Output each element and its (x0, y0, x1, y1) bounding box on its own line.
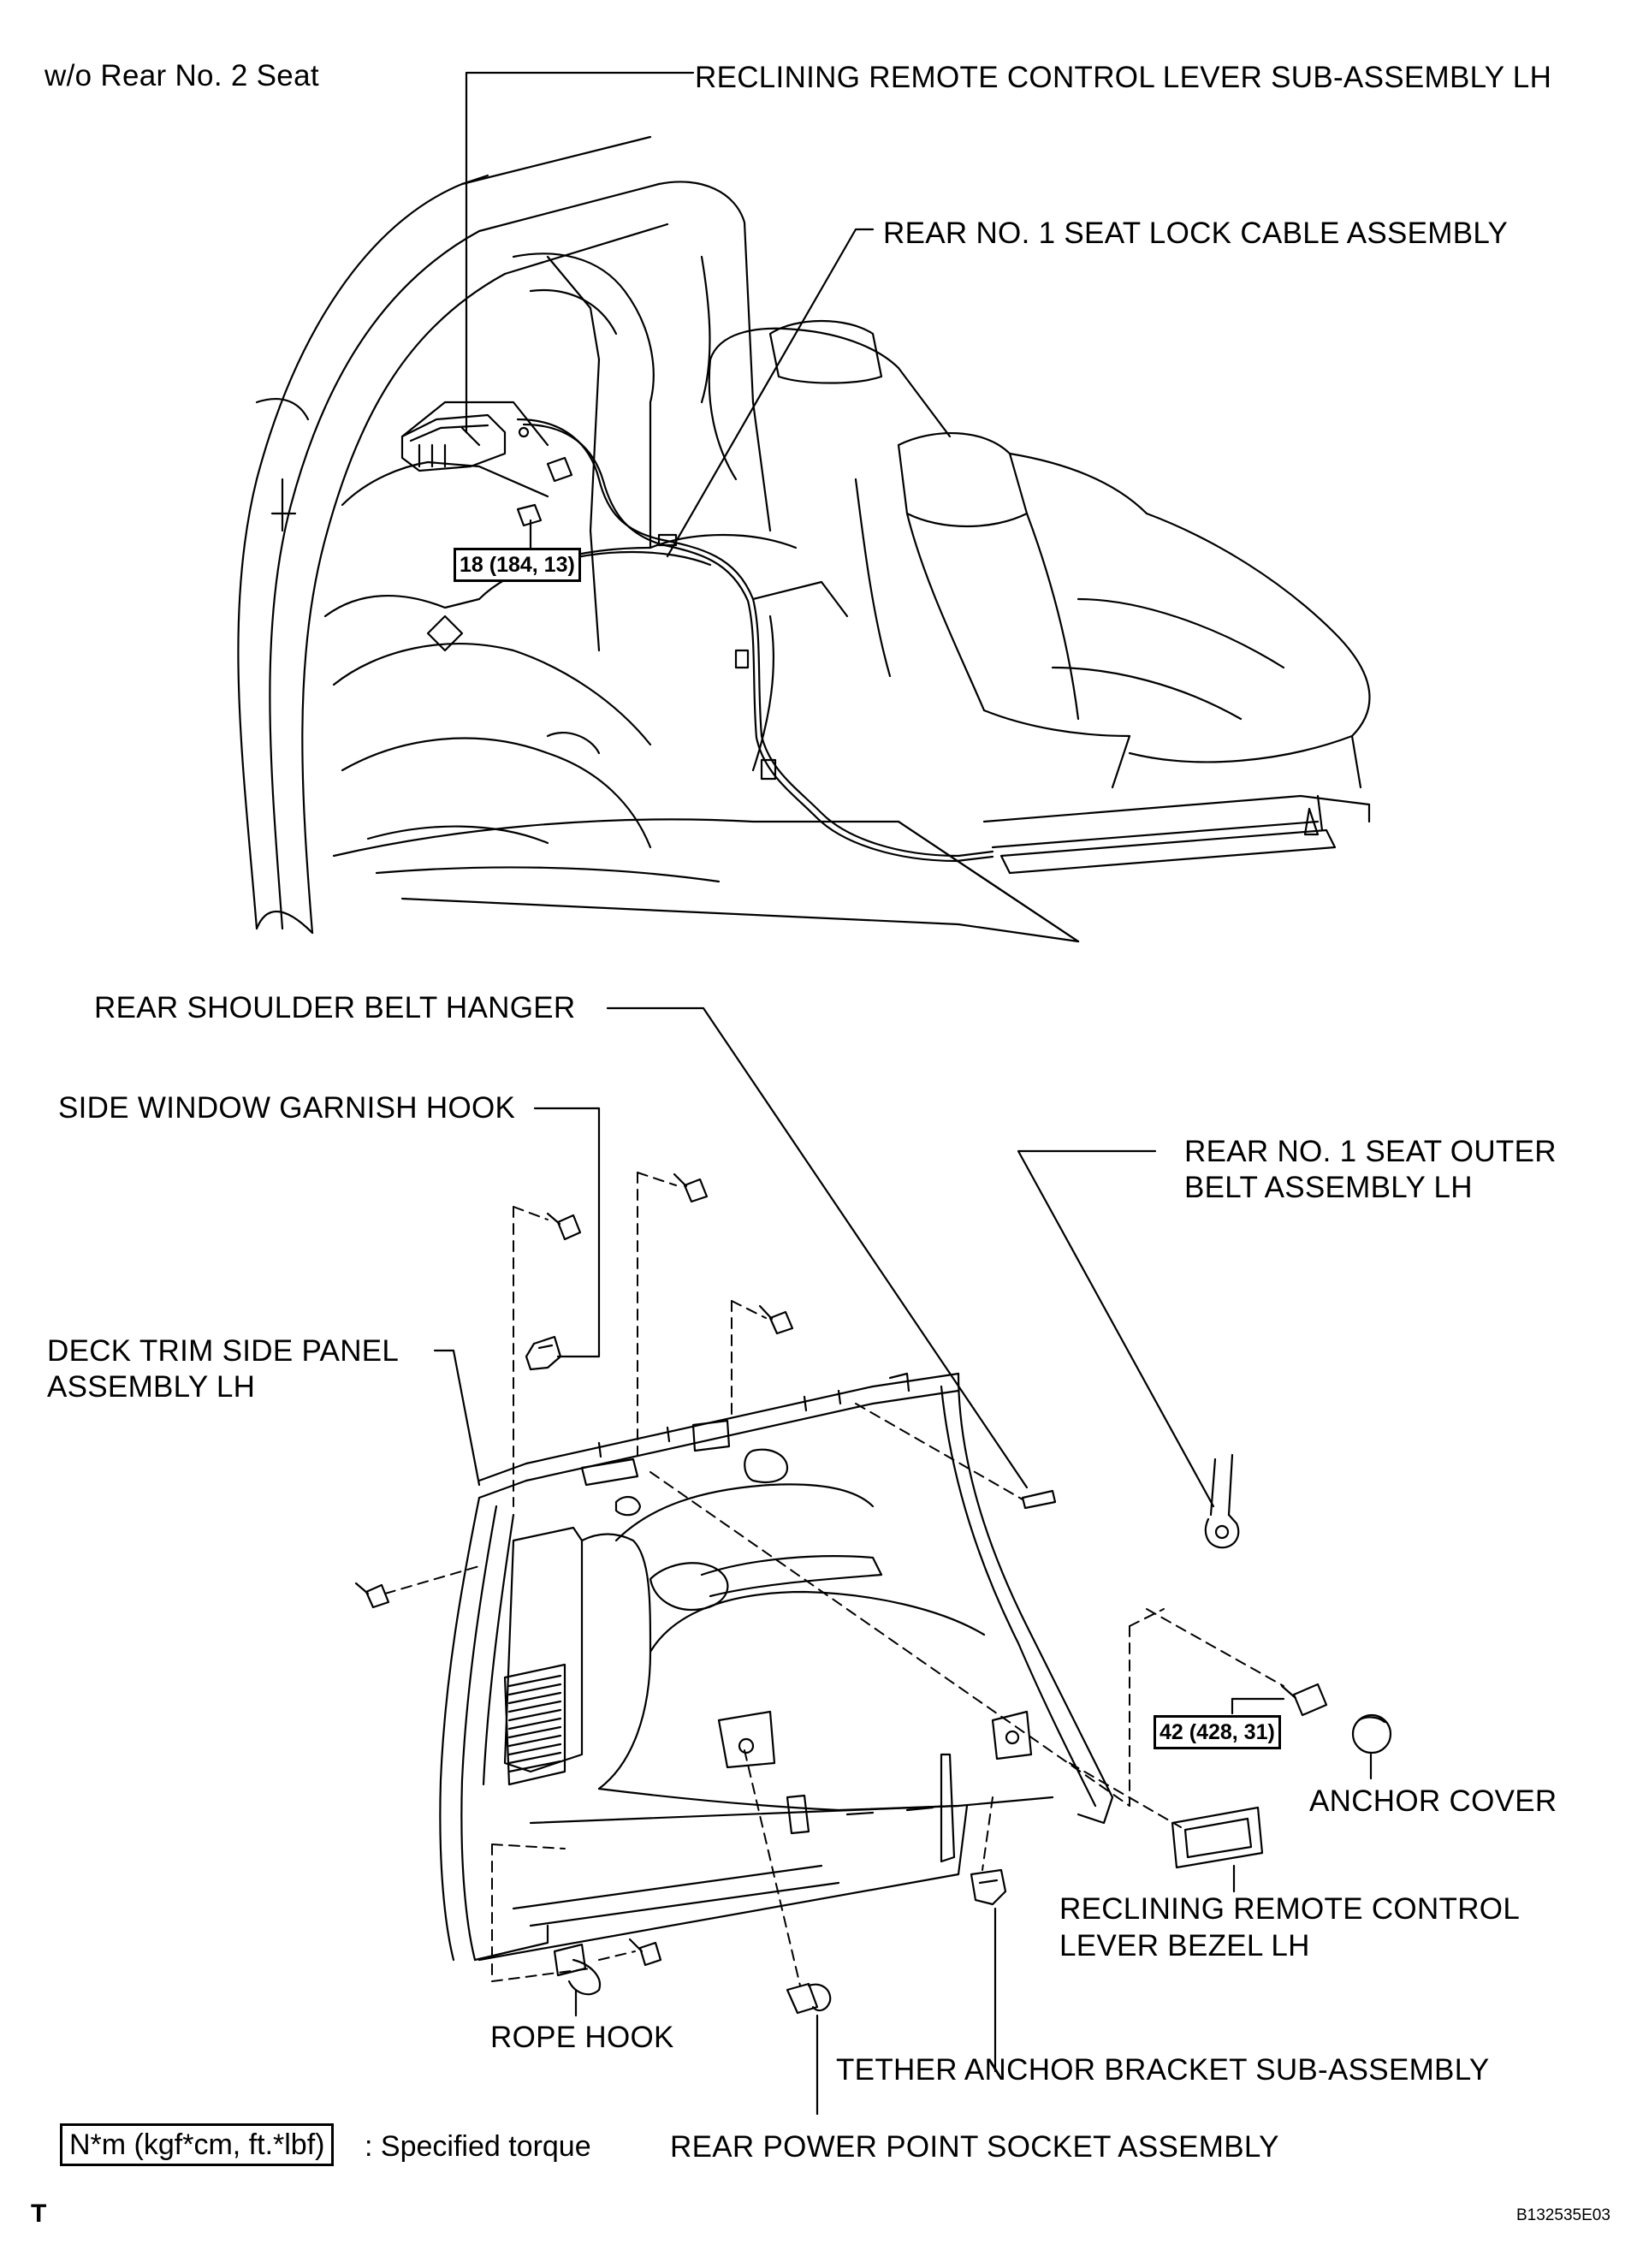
assembly-guide-lines (384, 1172, 1284, 1986)
anchor-cover (1351, 1713, 1392, 1754)
callout-deck-trim-line2: ASSEMBLY LH (47, 1370, 256, 1404)
leader-lines-bottom (433, 519, 1373, 2116)
torque-value-lever: 18 (184, 13) (454, 548, 581, 582)
callout-bezel-line2: LEVER BEZEL LH (1059, 1929, 1310, 1962)
callout-tether-bracket: TETHER ANCHOR BRACKET SUB-ASSEMBLY (836, 2053, 1490, 2087)
reclining-remote-control-lever (400, 413, 530, 472)
rear-power-point-socket (786, 1982, 832, 2015)
torque-legend-box: N*m (kgf*cm, ft.*lbf) (60, 2123, 335, 2166)
vehicle-body-outline (237, 135, 1080, 943)
figure-code: B132535E03 (1516, 2206, 1610, 2224)
callout-lock-cable: REAR NO. 1 SEAT LOCK CABLE ASSEMBLY (883, 217, 1509, 250)
tether-anchor-bracket (970, 1868, 1007, 1906)
bolt-icon (354, 1173, 1328, 1967)
callout-deck-trim-line1: DECK TRIM SIDE PANEL (47, 1334, 400, 1368)
callout-outer-belt-line2: BELT ASSEMBLY LH (1184, 1171, 1473, 1204)
callout-rope-hook: ROPE HOOK (490, 2021, 674, 2054)
callout-anchor-cover: ANCHOR COVER (1309, 1784, 1557, 1818)
rear-shoulder-belt-hanger (1021, 1489, 1057, 1510)
vent-grille (507, 1674, 562, 1773)
callout-shoulder-belt-hanger: REAR SHOULDER BELT HANGER (94, 991, 576, 1024)
callout-reclining-lever: RECLINING REMOTE CONTROL LEVER SUB-ASSEM… (695, 61, 1552, 94)
callout-outer-belt-line1: REAR NO. 1 SEAT OUTER (1184, 1135, 1557, 1168)
callout-power-socket: REAR POWER POINT SOCKET ASSEMBLY (670, 2130, 1279, 2164)
deck-trim-side-panel (439, 1372, 1114, 1962)
torque-legend-text: : Specified torque (365, 2130, 591, 2163)
variant-label: w/o Rear No. 2 Seat (44, 59, 319, 92)
leader-lines-top (465, 71, 875, 558)
side-window-garnish-hook (525, 1335, 562, 1371)
rear-seat-outline (708, 319, 1371, 943)
lock-cable (516, 418, 994, 863)
rear-no1-seat-outer-belt (1204, 1453, 1240, 1549)
reclining-remote-control-lever-bezel (1171, 1806, 1264, 1869)
corner-mark: T (31, 2200, 47, 2228)
callout-bezel-line1: RECLINING REMOTE CONTROL (1059, 1892, 1521, 1926)
bolt-icon (516, 456, 573, 527)
torque-value-belt: 42 (428, 31) (1154, 1715, 1281, 1749)
callout-garnish-hook: SIDE WINDOW GARNISH HOOK (58, 1091, 516, 1125)
